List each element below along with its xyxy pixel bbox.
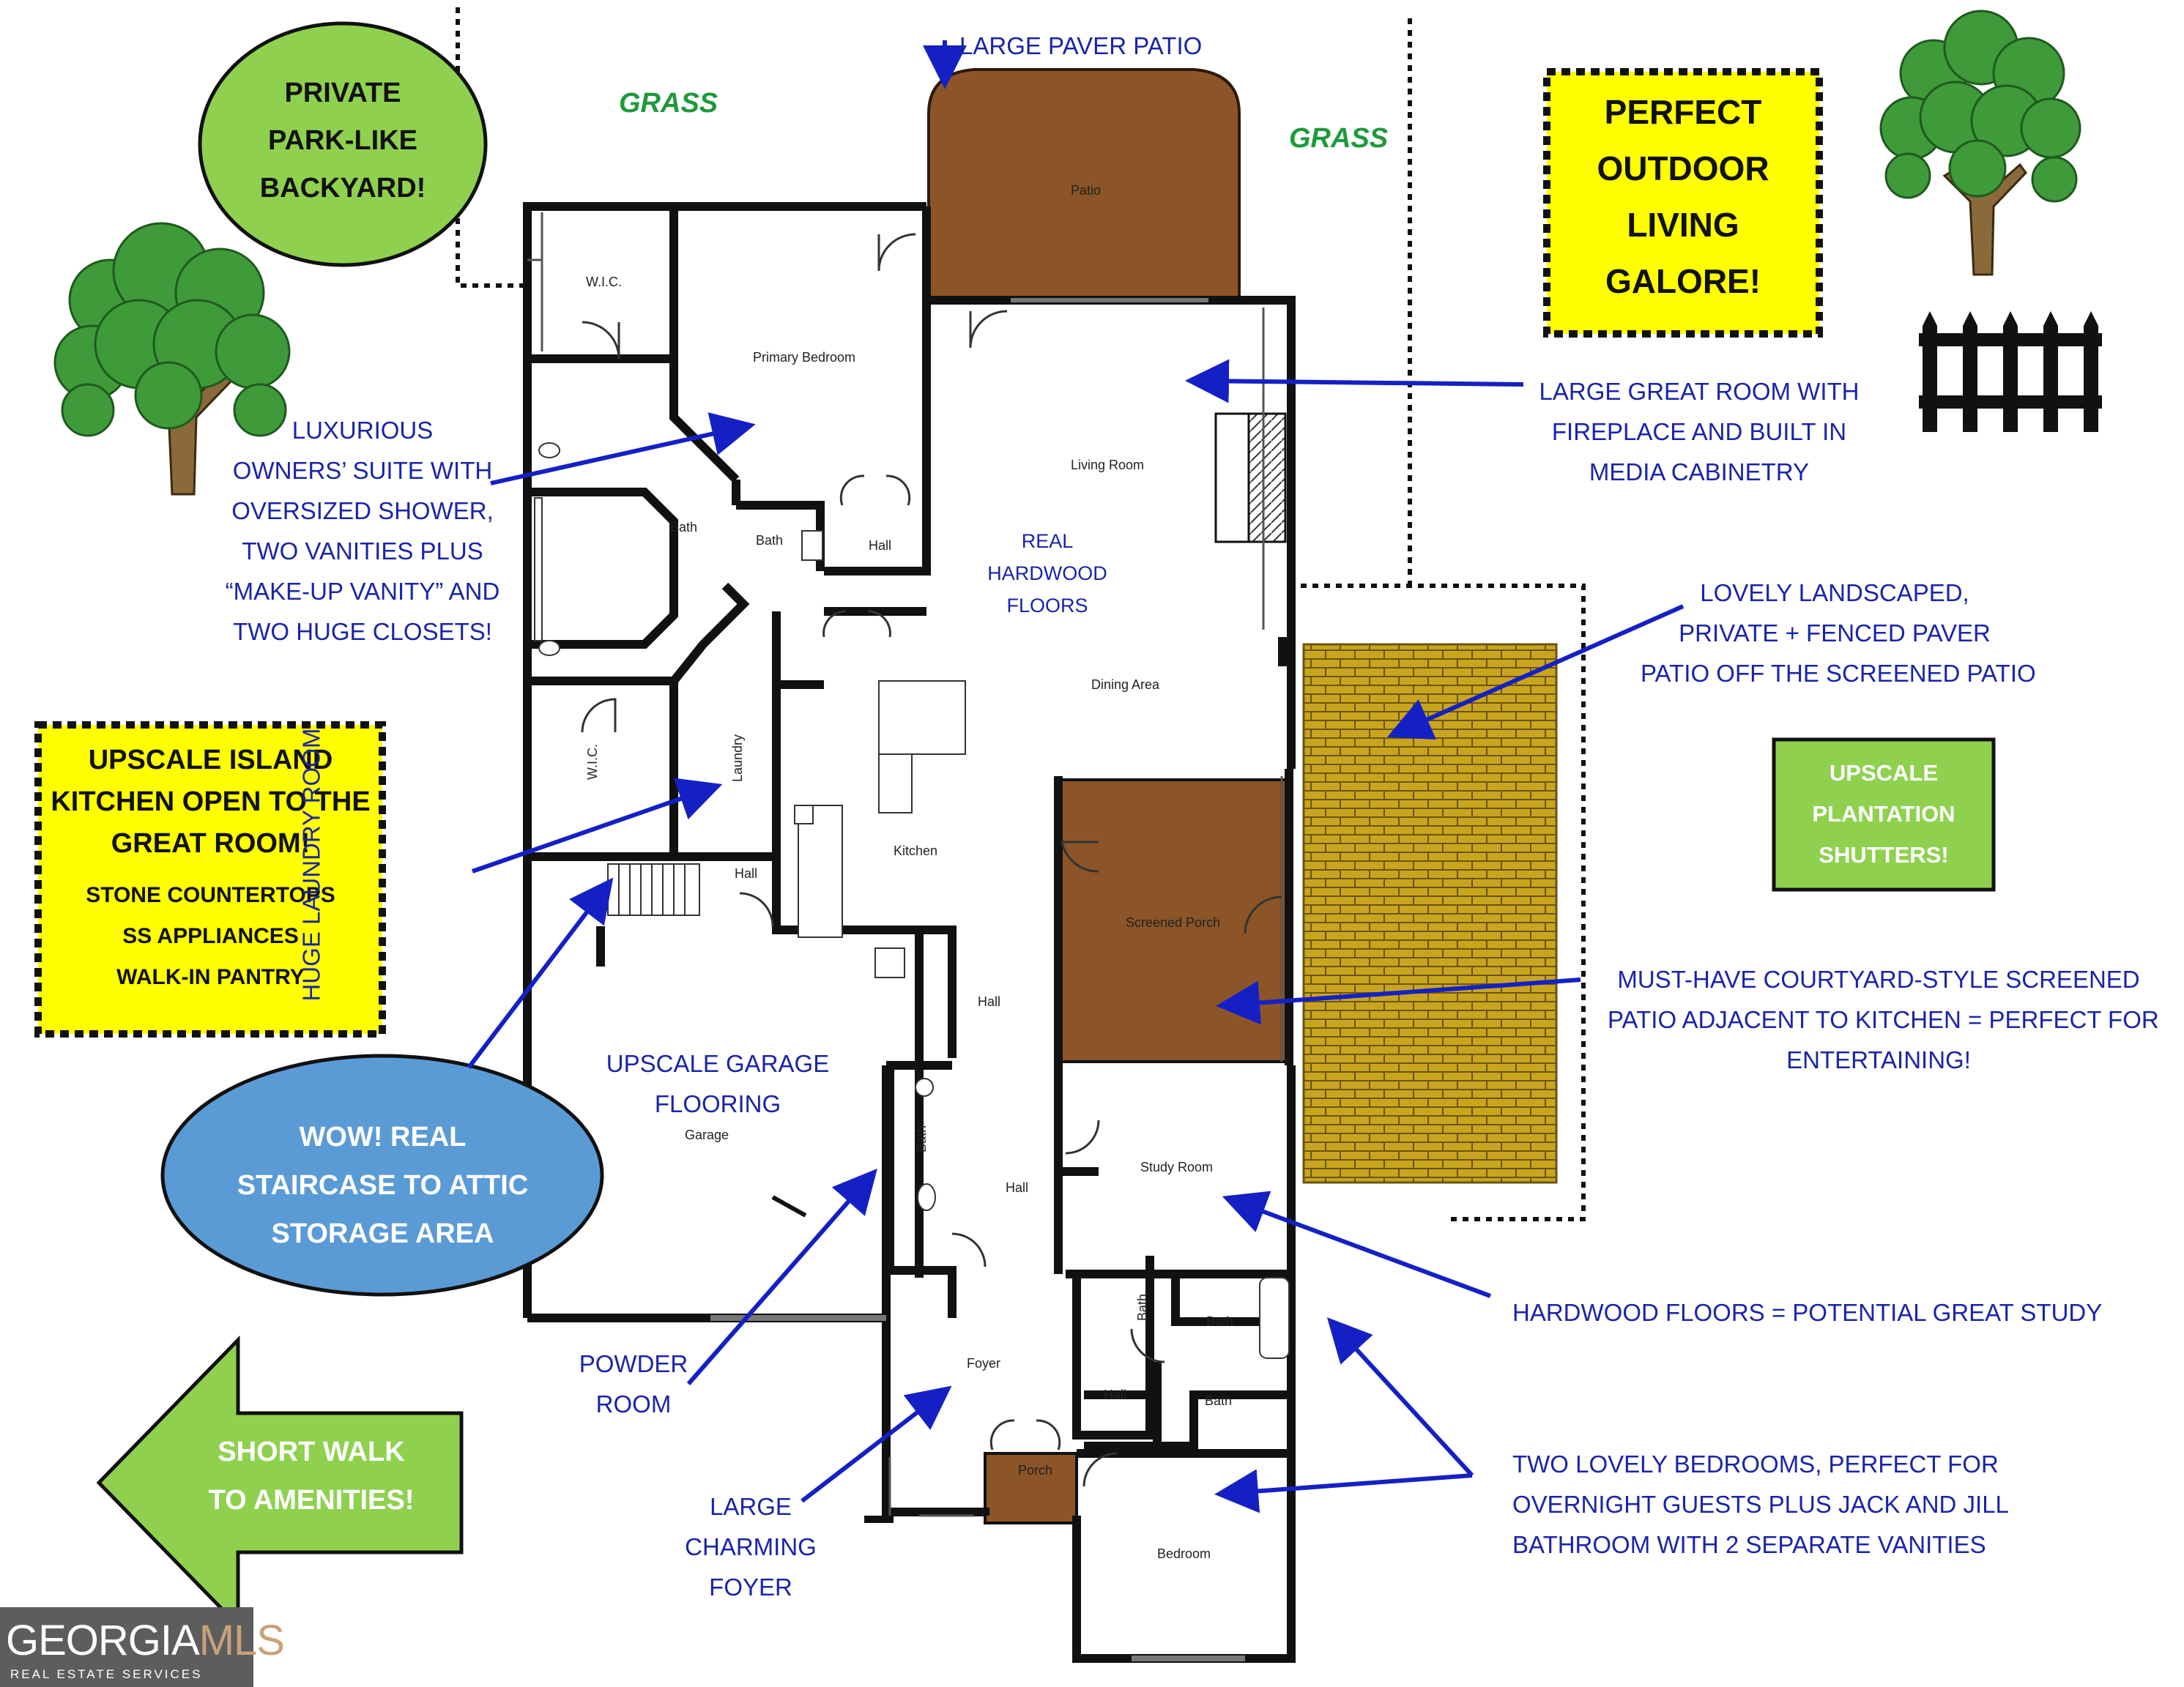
- hardwood-floors-callout: REAL HARDWOOD FLOORS: [987, 530, 1107, 617]
- large-paver-patio-label: LARGE PAVER PATIO: [959, 32, 1203, 59]
- private-backyard-badge: [198, 21, 488, 267]
- room-foyer: Foyer: [967, 1356, 1001, 1371]
- garage-flooring-callout: UPSCALE GARAGE FLOORING: [606, 1050, 830, 1117]
- room-dining: Dining Area: [1091, 677, 1160, 692]
- room-study: Study Room: [1140, 1160, 1214, 1174]
- room-wic-top: W.I.C.: [586, 275, 622, 289]
- room-bath-powder: Bath: [914, 1125, 929, 1153]
- powder-room-callout: POWDER ROOM: [579, 1350, 688, 1418]
- shutters-box: [1772, 737, 1996, 892]
- kitchen-features-text: STONE COUNTERTOPS SS APPLIANCES WALK-IN …: [86, 883, 335, 989]
- room-primary-bedroom: Primary Bedroom: [753, 350, 856, 365]
- room-garage: Garage: [685, 1128, 729, 1142]
- front-porch-area: [984, 1452, 1078, 1524]
- owners-suite-callout: LUXURIOUS OWNERS’ SUITE WITH OVERSIZED S…: [225, 417, 500, 645]
- staircase-badge: [160, 1054, 604, 1297]
- screened-patio-callout: MUST-HAVE COURTYARD-STYLE SCREENED PATIO…: [1608, 966, 2159, 1073]
- callout-arrows: [467, 40, 1685, 1513]
- room-bath-primary: Bath: [670, 520, 698, 535]
- shutters-text: UPSCALE PLANTATION SHUTTERS!: [1812, 760, 1955, 868]
- attic-stairs: [607, 863, 700, 916]
- room-hall-bed: Hall: [1104, 1388, 1127, 1402]
- kitchen-box-text: UPSCALE ISLAND KITCHEN OPEN TO THE GREAT…: [51, 745, 371, 859]
- amenities-text: SHORT WALK TO AMENITIES!: [208, 1437, 415, 1516]
- fireplace: [1247, 412, 1287, 543]
- room-bath-jj1: Bath: [1135, 1293, 1151, 1322]
- grass-label-right: GRASS: [1289, 123, 1389, 154]
- tree-icon-left: [53, 222, 291, 496]
- room-laundry: Laundry: [730, 734, 746, 783]
- patio-area: [927, 68, 1241, 300]
- room-bedroom: Bedroom: [1157, 1546, 1211, 1561]
- landscaped-callout: LOVELY LANDSCAPED, PRIVATE + FENCED PAVE…: [1641, 579, 2036, 687]
- kitchen-box: [34, 721, 386, 1038]
- georgia-mls-logo: GEORGIAMLS REAL ESTATE SERVICES: [0, 1607, 285, 1687]
- room-bath-jj3: Bath: [1205, 1393, 1233, 1408]
- room-hall-mid: Hall: [978, 994, 1001, 1009]
- fence-icon: [1919, 311, 2102, 432]
- perfect-outdoor-box: [1543, 68, 1823, 338]
- room-hall-top: Hall: [869, 538, 892, 553]
- door-swings: [581, 233, 1282, 1487]
- room-kitchen: Kitchen: [894, 844, 938, 858]
- staircase-text: WOW! REAL STAIRCASE TO ATTIC STORAGE ARE…: [237, 1122, 529, 1249]
- foyer-callout: LARGE CHARMING FOYER: [685, 1493, 817, 1601]
- room-bath-jj2: Bath: [1206, 1314, 1234, 1329]
- tree-icon-right: [1879, 10, 2081, 276]
- room-patio: Patio: [1071, 183, 1102, 198]
- room-screened-porch: Screened Porch: [1126, 915, 1221, 930]
- room-hall-kitchen: Hall: [735, 866, 758, 881]
- kitchen-island: [878, 680, 966, 755]
- grass-label-left: GRASS: [619, 88, 718, 119]
- room-bath-small: Bath: [756, 533, 784, 548]
- room-wic-lower: W.I.C.: [585, 744, 600, 780]
- bedrooms-callout: TWO LOVELY BEDROOMS, PERFECT FOR OVERNIG…: [1512, 1450, 2009, 1558]
- room-porch: Porch: [1018, 1463, 1053, 1478]
- great-room-callout: LARGE GREAT ROOM WITH FIREPLACE AND BUIL…: [1539, 378, 1860, 485]
- room-hall-lower: Hall: [1006, 1180, 1029, 1195]
- private-backyard-text: PRIVATE PARK-LIKE BACKYARD!: [259, 78, 426, 204]
- study-callout: HARDWOOD FLOORS = POTENTIAL GREAT STUDY: [1512, 1299, 2103, 1326]
- laundry-callout: HUGE LAUNDRY ROOM: [297, 728, 325, 1002]
- room-living: Living Room: [1071, 458, 1145, 472]
- paver-courtyard: [1302, 643, 1558, 1184]
- fence-lines: [456, 7, 1586, 1221]
- perfect-outdoor-text: PERFECT OUTDOOR LIVING GALORE!: [1597, 93, 1769, 300]
